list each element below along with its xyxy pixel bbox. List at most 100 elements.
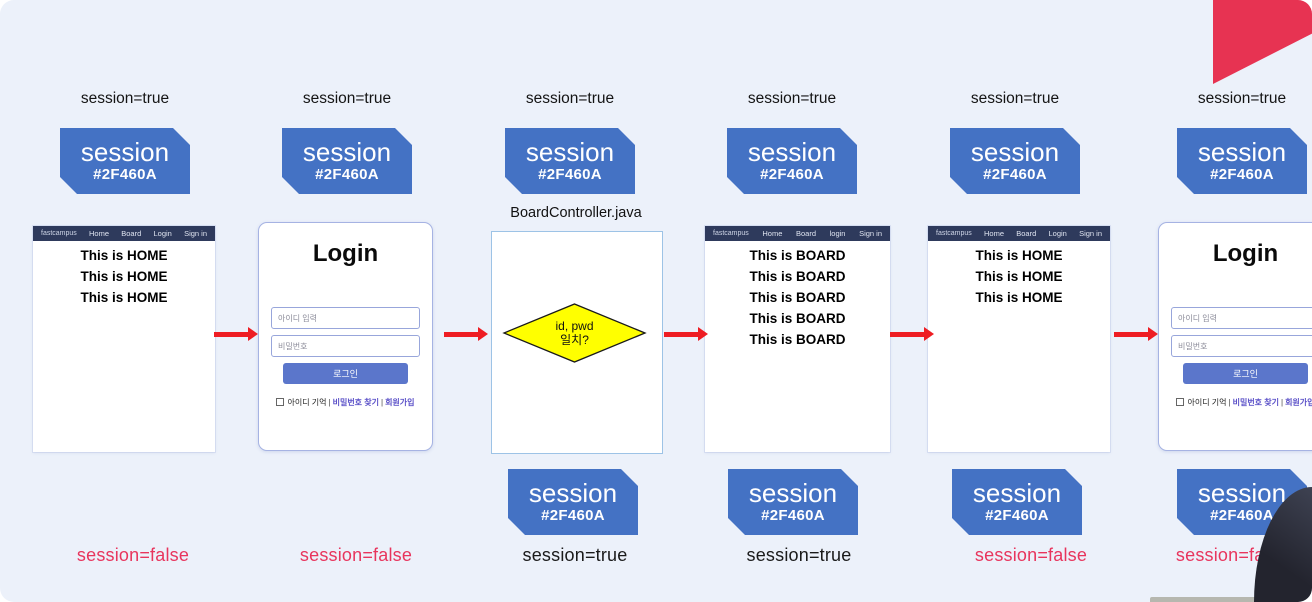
nav-brand[interactable]: fastcampus: [41, 230, 77, 237]
login-title: Login: [312, 240, 379, 267]
session-state-label-top: session=true: [525, 90, 615, 107]
session-token-tag: session #2F460A: [282, 128, 412, 194]
session-tag-id: #2F460A: [761, 506, 825, 524]
arrow-shaft: [890, 332, 925, 337]
session-tag-title: session: [1197, 477, 1287, 508]
session-token-tag: session #2F460A: [1177, 128, 1307, 194]
remember-id-label: 아이디 기억: [1187, 398, 1227, 407]
footer-separator: |: [380, 398, 384, 407]
session-tag-id: #2F460A: [93, 165, 157, 183]
footer-separator: |: [328, 398, 331, 407]
session-tag-title: session: [747, 136, 837, 167]
signup-link[interactable]: 회원가입: [385, 398, 415, 407]
page-text-line: This is HOME: [975, 248, 1063, 263]
session-tag-title: session: [525, 136, 615, 167]
nav-item-signin[interactable]: Sign in: [184, 229, 207, 238]
arrow-head: [1148, 327, 1158, 341]
session-token-tag: session #2F460A: [505, 128, 635, 194]
session-tag-id: #2F460A: [315, 165, 379, 183]
nav-item-signin[interactable]: Sign in: [859, 229, 882, 238]
nav-item-home[interactable]: Home: [762, 229, 783, 238]
remember-id-checkbox[interactable]: [1176, 398, 1185, 406]
nav-item-login[interactable]: Login: [1048, 229, 1067, 238]
footer-separator: |: [1280, 398, 1284, 407]
remember-id-checkbox[interactable]: [276, 398, 285, 406]
corner-accent-triangle: [1213, 0, 1312, 84]
decision-diamond: id, pwd 일치?: [502, 302, 647, 364]
browser-navbar: fastcampus Home Board Login Sign in: [928, 226, 1110, 241]
decision-line-2: 일치?: [560, 333, 589, 347]
login-id-input[interactable]: [271, 307, 420, 329]
find-password-link[interactable]: 비밀번호 찾기: [1232, 398, 1279, 407]
arrow-head: [698, 327, 708, 341]
footer-separator: |: [1228, 398, 1231, 407]
session-tag-id: #2F460A: [985, 506, 1049, 524]
arrow-shaft: [214, 332, 249, 337]
session-tag-id: #2F460A: [760, 165, 824, 183]
nav-brand[interactable]: fastcampus: [713, 230, 749, 237]
login-password-input[interactable]: [271, 335, 420, 357]
controller-filename-label: BoardController.java: [510, 205, 642, 221]
session-tag-title: session: [972, 477, 1062, 508]
login-card: Login 로그인 아이디 기억|비밀번호 찾기|회원가입: [1158, 222, 1312, 451]
page-text-line: This is HOME: [80, 269, 168, 284]
presenter-desk-edge: [1150, 597, 1260, 602]
page-text-line: This is BOARD: [749, 332, 846, 347]
session-tag-id: #2F460A: [541, 506, 605, 524]
browser-window-board: fastcampus Home Board login Sign in This…: [705, 226, 890, 452]
arrow-shaft: [664, 332, 699, 337]
decision-line-1: id, pwd: [555, 319, 594, 333]
nav-item-board[interactable]: Board: [1016, 229, 1037, 238]
page-text-line: This is HOME: [975, 290, 1063, 305]
page-content: This is HOME This is HOME This is HOME: [928, 241, 1110, 308]
session-state-label-top: session=true: [80, 90, 170, 107]
signup-link[interactable]: 회원가입: [1285, 398, 1312, 407]
page-content: This is BOARD This is BOARD This is BOAR…: [705, 241, 890, 350]
nav-item-board[interactable]: Board: [121, 229, 142, 238]
browser-window-home: fastcampus Home Board Login Sign in This…: [33, 226, 215, 452]
session-state-label-bottom: session=true: [522, 545, 628, 565]
session-state-label-bottom: session=false: [974, 545, 1088, 565]
flow-arrow-icon: [214, 327, 258, 341]
login-submit-button[interactable]: 로그인: [283, 363, 408, 384]
login-id-input[interactable]: [1171, 307, 1312, 329]
login-footer: 아이디 기억|비밀번호 찾기|회원가입: [259, 397, 432, 408]
nav-item-board[interactable]: Board: [796, 229, 817, 238]
page-text-line: This is BOARD: [749, 311, 846, 326]
flow-arrow-icon: [1114, 327, 1158, 341]
session-tag-title: session: [1197, 136, 1287, 167]
nav-item-home[interactable]: Home: [984, 229, 1005, 238]
arrow-shaft: [1114, 332, 1149, 337]
page-text-line: This is BOARD: [749, 290, 846, 305]
session-token-tag: session #2F460A: [728, 469, 858, 535]
session-tag-id: #2F460A: [983, 165, 1047, 183]
login-password-input[interactable]: [1171, 335, 1312, 357]
page-text-line: This is HOME: [80, 290, 168, 305]
session-tag-title: session: [748, 477, 838, 508]
session-tag-id: #2F460A: [1210, 506, 1274, 524]
session-tag-title: session: [302, 136, 392, 167]
login-submit-button[interactable]: 로그인: [1183, 363, 1308, 384]
session-state-label-bottom: session=true: [746, 545, 852, 565]
nav-item-signin[interactable]: Sign in: [1079, 229, 1102, 238]
session-token-tag: session #2F460A: [508, 469, 638, 535]
nav-item-home[interactable]: Home: [89, 229, 110, 238]
flow-arrow-icon: [890, 327, 934, 341]
arrow-head: [248, 327, 258, 341]
session-token-tag: session #2F460A: [952, 469, 1082, 535]
nav-item-login[interactable]: Login: [153, 229, 172, 238]
nav-brand[interactable]: fastcampus: [936, 230, 972, 237]
flow-arrow-icon: [664, 327, 708, 341]
session-token-tag: session #2F460A: [60, 128, 190, 194]
find-password-link[interactable]: 비밀번호 찾기: [332, 398, 379, 407]
session-token-tag: session #2F460A: [950, 128, 1080, 194]
decision-diamond-text: id, pwd 일치?: [502, 302, 647, 364]
browser-window-home: fastcampus Home Board Login Sign in This…: [928, 226, 1110, 452]
flow-arrow-icon: [444, 327, 488, 341]
nav-item-login[interactable]: login: [829, 229, 846, 238]
remember-id-label: 아이디 기억: [287, 398, 327, 407]
page-text-line: This is HOME: [975, 269, 1063, 284]
session-tag-title: session: [80, 136, 170, 167]
session-tag-title: session: [528, 477, 618, 508]
